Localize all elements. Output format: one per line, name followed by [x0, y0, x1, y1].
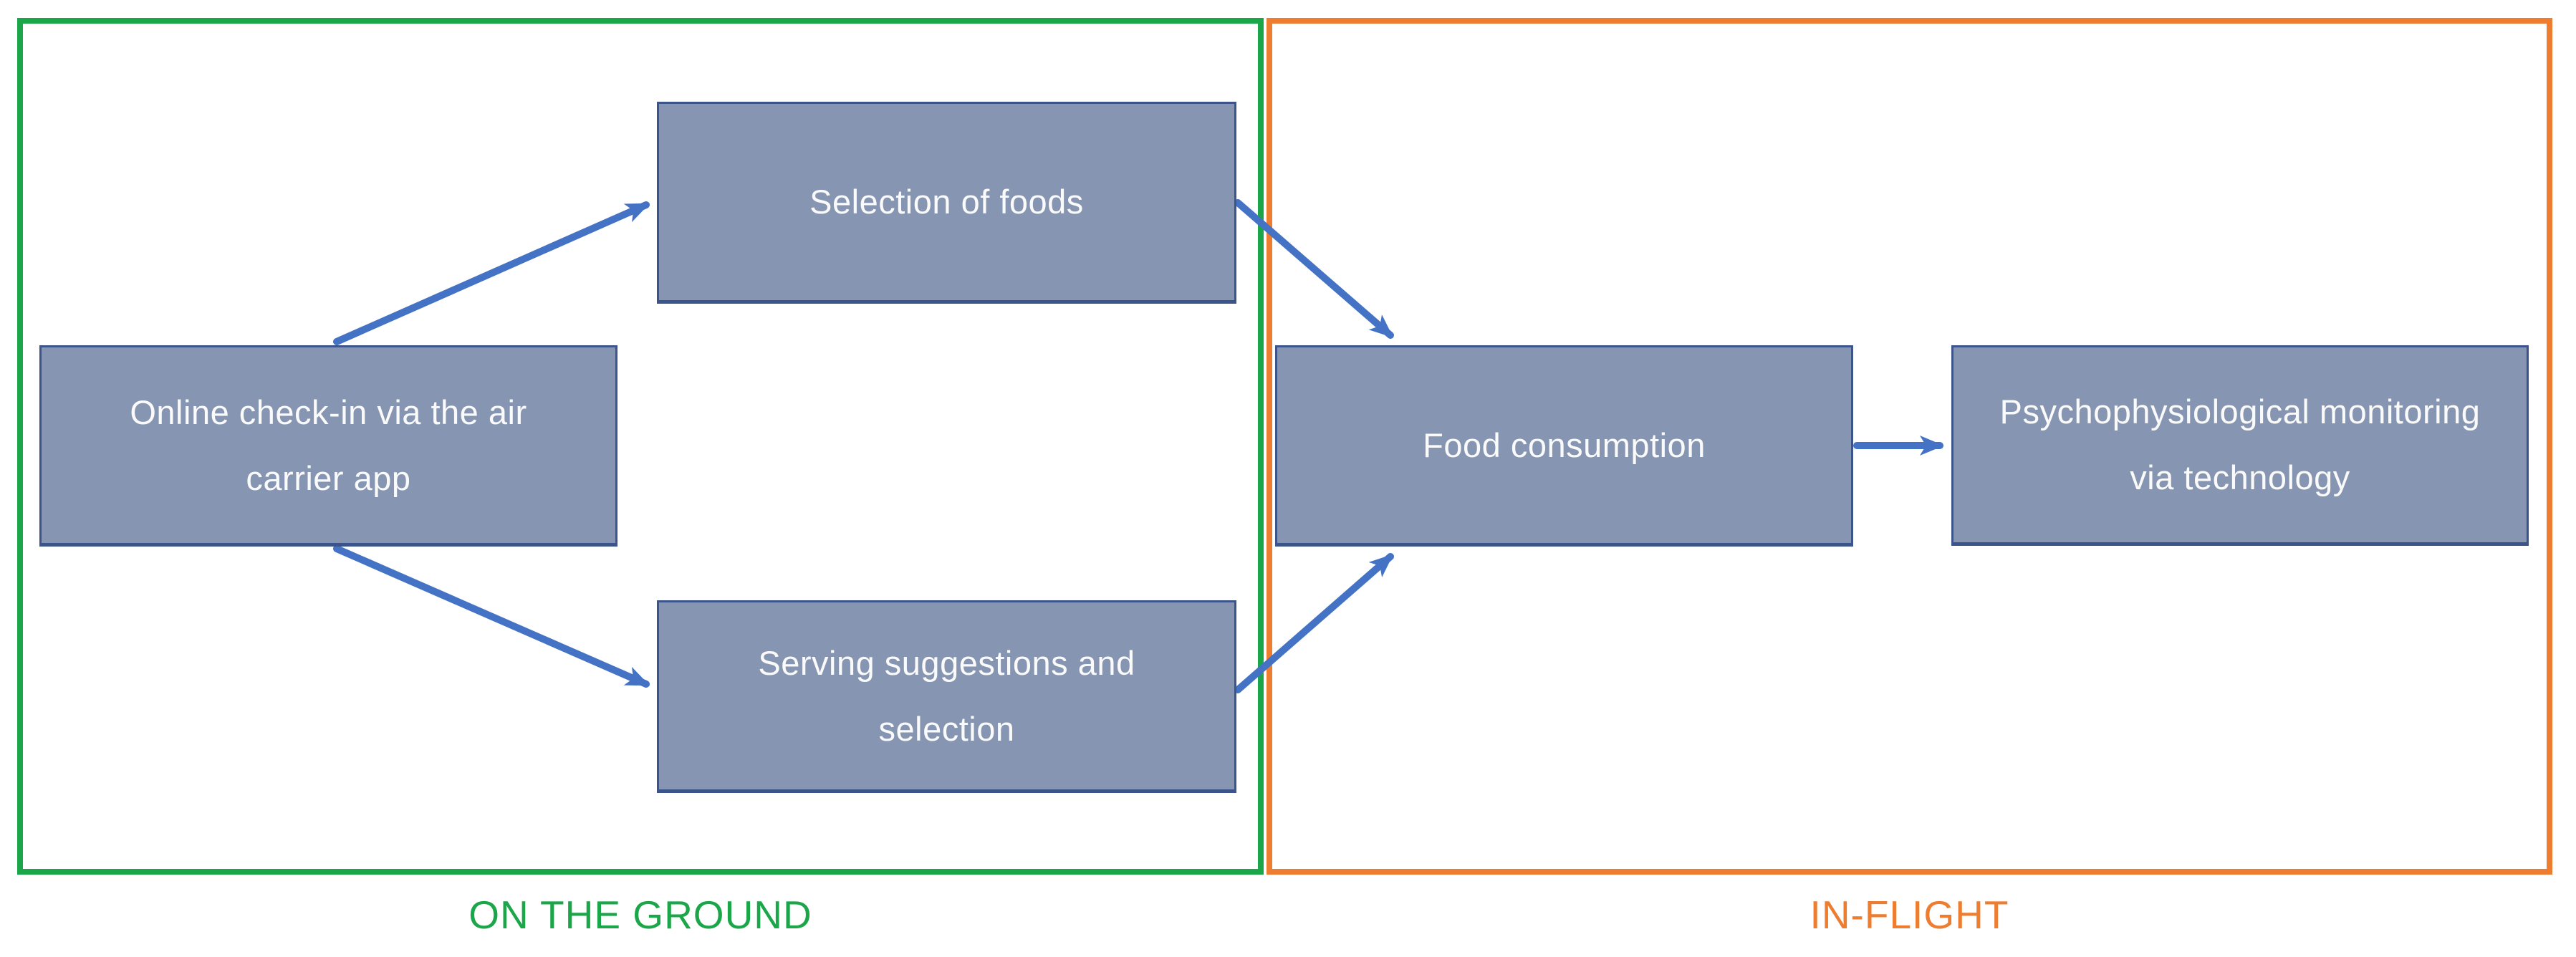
phase-ground-label: ON THE GROUND: [468, 893, 812, 937]
phase-inflight-label: IN-FLIGHT: [1810, 893, 2009, 937]
phase-inflight-outline: [1267, 18, 2552, 875]
node-selection-of-foods-label: Selection of foods: [809, 183, 1084, 221]
node-online-checkin-label: Online check-in via the air carrier app: [130, 393, 527, 497]
node-serving-suggestions: Serving suggestions and selection: [657, 600, 1236, 793]
node-food-consumption: Food consumption: [1275, 345, 1853, 547]
node-serving-suggestions-label: Serving suggestions and selection: [758, 643, 1135, 748]
node-psych-monitoring: Psychophysiological monitoring via techn…: [1951, 345, 2529, 546]
phase-ground-outline: [17, 18, 1264, 875]
node-food-consumption-label: Food consumption: [1423, 425, 1706, 464]
node-online-checkin: Online check-in via the air carrier app: [39, 345, 617, 547]
node-psych-monitoring-label: Psychophysiological monitoring via techn…: [1999, 393, 2481, 496]
node-selection-of-foods: Selection of foods: [657, 102, 1236, 304]
